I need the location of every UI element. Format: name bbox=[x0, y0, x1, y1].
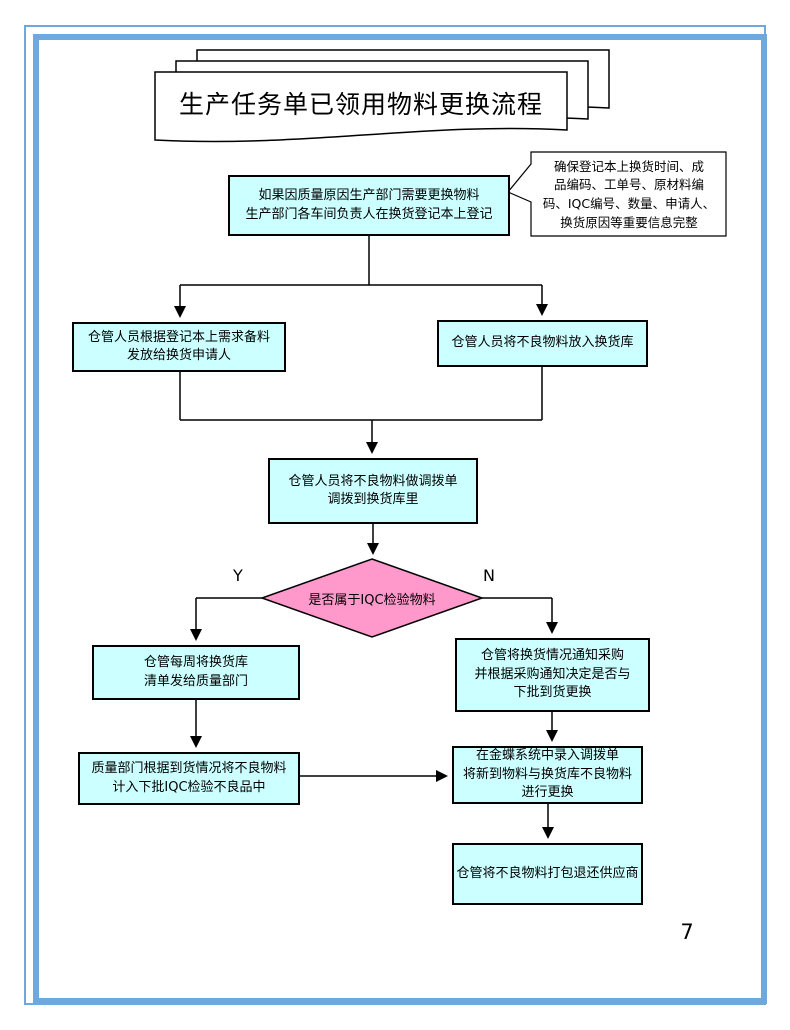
decision-diamond-shape bbox=[259, 558, 485, 638]
node-weekly-list: 仓管每周将换货库 清单发给质量部门 bbox=[92, 645, 300, 700]
node-transfer-order: 仓管人员将不良物料做调拨单 调拨到换货库里 bbox=[268, 458, 478, 524]
branch-label-yes: Y bbox=[233, 566, 243, 585]
callout-note: 确保登记本上换货时间、成 品编码、工单号、原材料编 码、IQC编号、数量、申请人… bbox=[542, 158, 716, 230]
node-notify-purchasing: 仓管将换货情况通知采购 并根据采购通知决定是否与 下批到货更换 bbox=[455, 638, 650, 712]
slide-page-number: 7 bbox=[680, 920, 694, 944]
branch-label-no: N bbox=[483, 566, 495, 585]
callout-bubble-shape bbox=[507, 151, 727, 237]
node-decision-iqc: 是否属于IQC检验物料 bbox=[308, 592, 436, 608]
node-quality-record: 质量部门根据到货情况将不良物料 计入下批IQC检验不良品中 bbox=[78, 752, 300, 805]
title-document-sheet-front bbox=[154, 71, 568, 143]
node-return-supplier: 仓管将不良物料打包退还供应商 bbox=[452, 843, 643, 905]
node-register: 如果因质量原因生产部门需要更换物料 生产部门各车间负责人在换货登记本上登记 bbox=[228, 175, 510, 236]
inner-border-frame bbox=[33, 34, 767, 1004]
node-store-defective: 仓管人员将不良物料放入换货库 bbox=[437, 320, 648, 367]
flowchart-title: 生产任务单已领用物料更换流程 bbox=[178, 90, 543, 119]
node-prepare-material: 仓管人员根据登记本上需求备料 发放给换货申请人 bbox=[72, 322, 286, 372]
node-kingdee-entry: 在金蝶系统中录入调拨单 将新到物料与换货库不良物料 进行更换 bbox=[452, 746, 643, 804]
